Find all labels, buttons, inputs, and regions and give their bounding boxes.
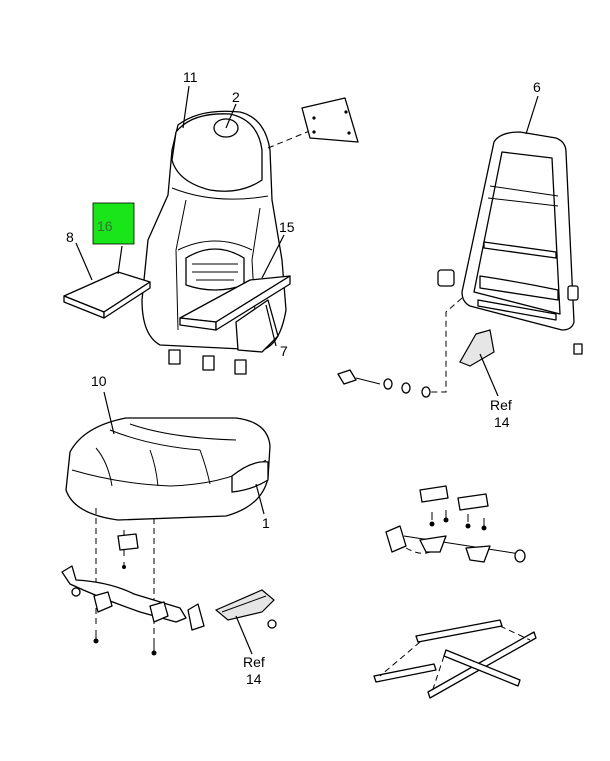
callout-2: 2 [232,89,240,105]
leader-1 [255,483,265,515]
callout-1: 1 [262,515,270,531]
slide-brackets [373,619,537,699]
leader-7 [265,304,277,347]
recline-mechanism [185,248,245,291]
clip-1 [168,349,181,365]
frame-inner [473,151,561,315]
frame-pivot [567,285,579,301]
callout-11: 11 [183,69,198,85]
seat-base-rails [61,565,277,656]
leader-6 [525,95,539,135]
highlight-box-16[interactable] [92,202,135,245]
callout-10: 10 [91,373,107,389]
dashed-line-bolt [430,297,463,393]
right-pivot [187,603,205,631]
leader-2 [225,103,237,129]
leader-ref-bottom [235,615,253,655]
leader-ref-top [479,353,499,397]
callout-7: 7 [280,343,288,359]
washer-2 [401,382,411,394]
leader-8 [75,242,93,281]
callout-ref-bottom-num: 14 [246,671,262,687]
callout-8: 8 [66,229,74,245]
frame-knob [437,269,455,287]
seat-bracket [117,533,139,551]
recliner-handle [459,329,495,367]
seat-back-frame [337,95,583,398]
frame-foot [573,343,583,355]
callout-ref-top: Ref [490,397,512,413]
callout-ref-top-num: 14 [494,414,510,430]
adjuster-hardware [385,485,526,563]
leader-15 [261,234,285,279]
lower-lever [214,589,275,621]
leader-11 [182,85,190,129]
headrest [171,113,263,192]
back-panel [301,97,359,143]
callout-ref-bottom: Ref [243,654,265,670]
clip-2 [202,355,215,371]
leader-10 [103,391,115,435]
dashed-line-back-panel [267,129,313,149]
callout-16[interactable]: 16 [97,218,113,234]
callout-15: 15 [279,219,295,235]
leader-16 [117,245,123,275]
clip-3 [234,359,247,375]
bolt [337,369,357,385]
adjuster-bar [385,525,407,553]
washer-1 [383,378,393,390]
callout-6: 6 [533,79,541,95]
seat-cushion-assembly [65,391,271,644]
seat-back-assembly [63,85,359,375]
washer-3 [421,386,431,398]
